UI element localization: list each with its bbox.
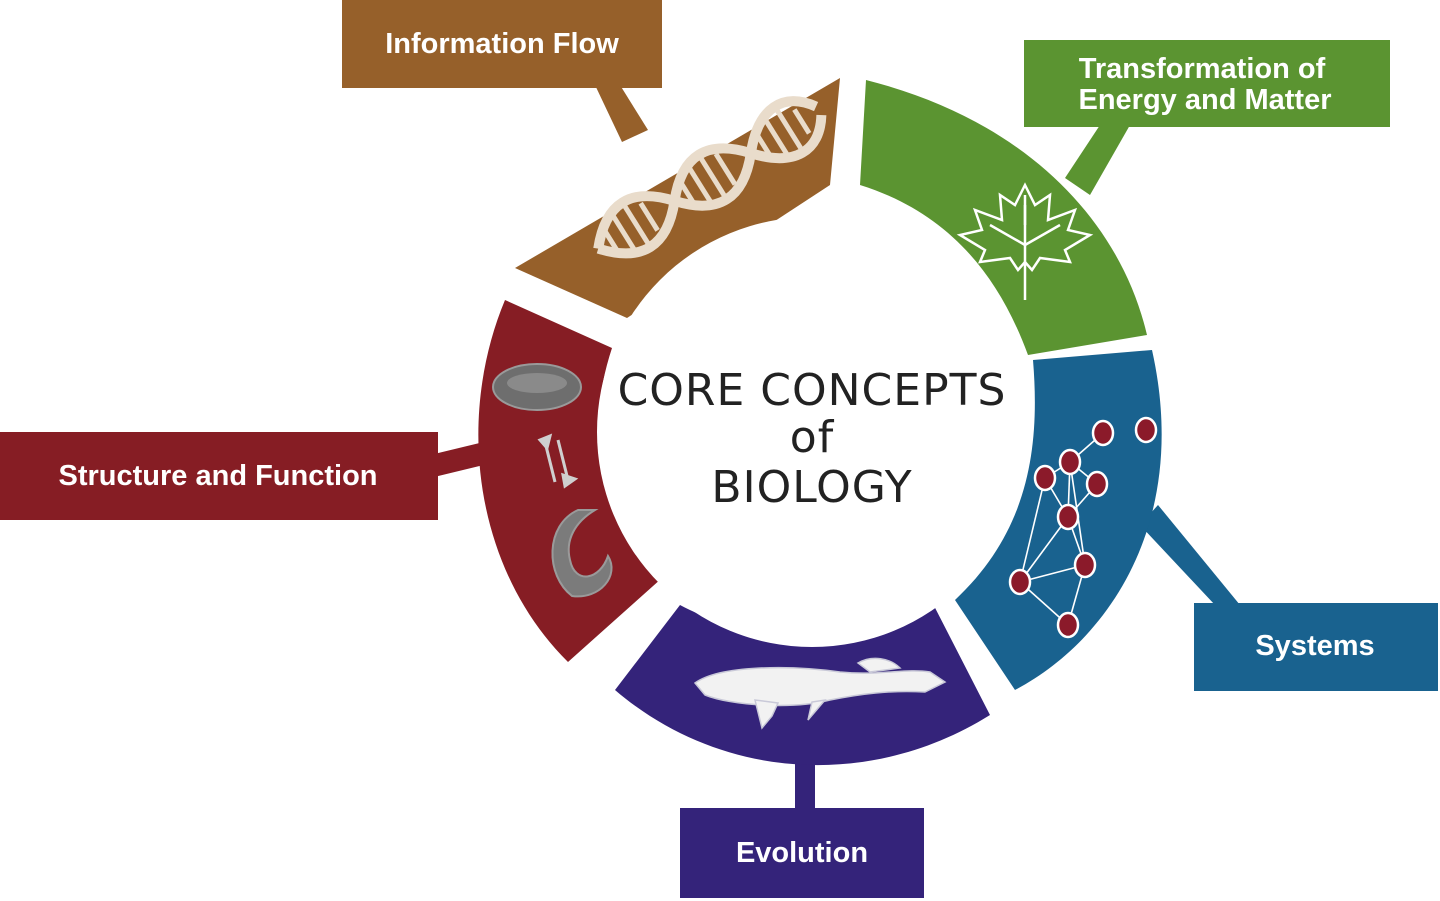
center-title-line1: CORE CONCEPTS [618,365,1007,416]
leaf-icon [956,182,1094,300]
segment-transformation [860,80,1147,355]
label-systems-text: Systems [1255,630,1374,662]
label-structure-function-text: Structure and Function [59,460,378,492]
fish-icon [693,657,947,730]
label-transformation-line1: Transformation of [1079,53,1326,85]
label-systems: Systems [1194,603,1438,691]
connector-systems [1140,505,1240,605]
connector-evolution [795,755,815,815]
center-title-line2: of [790,412,835,463]
label-transformation: Transformation of Energy and Matter [1024,40,1390,127]
dna-icon [593,96,827,259]
connector-information-flow [595,85,648,142]
label-evolution: Evolution [680,808,924,898]
exchange-arrows-icon [537,433,579,489]
label-information-flow-text: Information Flow [385,28,619,60]
label-evolution-text: Evolution [736,837,868,869]
connector-transformation [1065,125,1130,195]
center-title-line3: BIOLOGY [711,462,912,513]
network-icon [1008,416,1158,639]
blood-cell-icon [492,363,613,598]
label-structure-function: Structure and Function [0,432,438,520]
ring-center [597,217,1027,647]
center-title: CORE CONCEPTS of BIOLOGY [618,365,1007,513]
label-information-flow: Information Flow [342,0,662,88]
label-transformation-line2: Energy and Matter [1079,84,1332,116]
